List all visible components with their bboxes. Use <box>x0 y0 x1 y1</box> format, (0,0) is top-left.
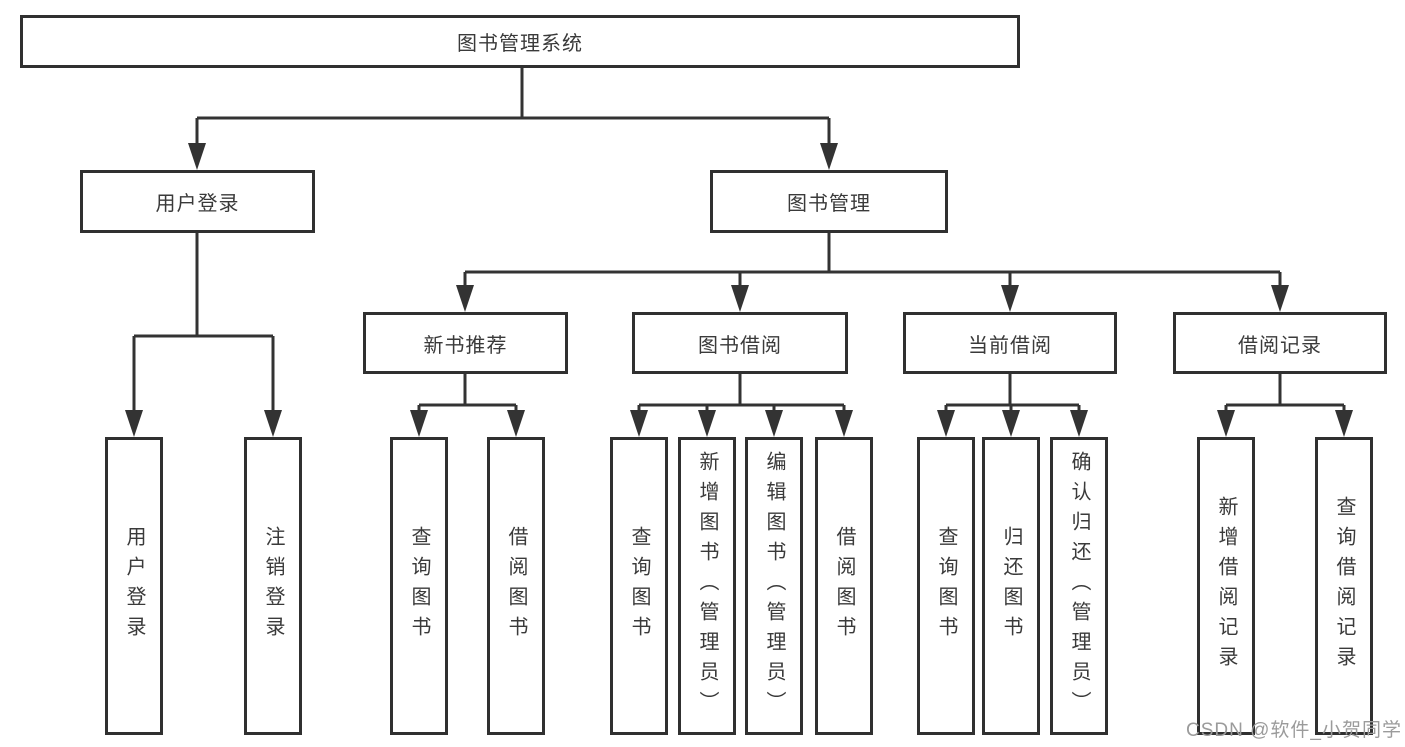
leaf-borrow-books: 借阅图书 <box>815 437 873 735</box>
node-label: 借阅记录 <box>1238 334 1322 357</box>
leaf-borrow-books-recommend: 借阅图书 <box>487 437 545 735</box>
node-library-system: 图书管理系统 <box>20 15 1020 68</box>
node-label: 编辑图书（管理员） <box>763 451 785 721</box>
node-label: 新增图书（管理员） <box>696 451 718 721</box>
leaf-query-borrow-record: 查询借阅记录 <box>1315 437 1373 735</box>
leaf-logout: 注销登录 <box>244 437 302 735</box>
arrow-down-icon <box>1001 285 1019 312</box>
node-label: 用户登录 <box>155 193 240 215</box>
leaf-add-borrow-record: 新增借阅记录 <box>1197 437 1255 735</box>
arrow-down-icon <box>125 410 143 437</box>
leaf-edit-book-admin: 编辑图书（管理员） <box>745 437 803 735</box>
arrow-down-icon <box>698 410 716 437</box>
leaf-confirm-return-admin: 确认归还（管理员） <box>1050 437 1108 735</box>
csdn-watermark: CSDN @软件_小贺同学 <box>1186 720 1402 741</box>
arrow-down-icon <box>835 410 853 437</box>
node-label: 图书借阅 <box>698 334 782 357</box>
node-label: 注销登录 <box>262 526 284 646</box>
node-label: 查询图书 <box>408 526 430 646</box>
arrow-down-icon <box>765 410 783 437</box>
arrow-down-icon <box>1070 410 1088 437</box>
connector-userlogin-to-leaves <box>132 233 275 417</box>
arrow-down-icon <box>507 410 525 437</box>
node-label: 确认归还（管理员） <box>1068 451 1090 721</box>
node-book-borrow: 图书借阅 <box>632 312 848 374</box>
node-label: 归还图书 <box>1000 526 1022 646</box>
node-borrow-records: 借阅记录 <box>1173 312 1387 374</box>
arrow-down-icon <box>1002 410 1020 437</box>
arrow-down-icon <box>456 285 474 312</box>
leaf-user-login: 用户登录 <box>105 437 163 735</box>
node-label: 当前借阅 <box>968 334 1052 357</box>
node-label: 图书管理 <box>787 193 871 215</box>
node-label: 新书推荐 <box>423 334 508 357</box>
node-label: 新增借阅记录 <box>1215 496 1237 676</box>
arrow-down-icon <box>1335 410 1353 437</box>
leaf-add-book-admin: 新增图书（管理员） <box>678 437 736 735</box>
leaf-query-books-borrow: 查询图书 <box>610 437 668 735</box>
connector-root-to-level2 <box>195 68 831 150</box>
connector-borrow-to-leaves <box>637 374 846 417</box>
node-label: 查询图书 <box>628 526 650 646</box>
connector-bookmgmt-to-level3 <box>463 233 1282 292</box>
leaf-query-books-current: 查询图书 <box>917 437 975 735</box>
arrow-down-icon <box>937 410 955 437</box>
node-label: 借阅图书 <box>505 526 527 646</box>
arrow-down-icon <box>1271 285 1289 312</box>
leaf-query-books-recommend: 查询图书 <box>390 437 448 735</box>
arrow-down-icon <box>630 410 648 437</box>
node-label: 查询图书 <box>935 526 957 646</box>
arrow-down-icon <box>1217 410 1235 437</box>
arrow-down-icon <box>264 410 282 437</box>
arrow-down-icon <box>731 285 749 312</box>
node-label: 查询借阅记录 <box>1333 496 1355 676</box>
connector-recommend-to-leaves <box>417 374 518 417</box>
arrow-down-icon <box>410 410 428 437</box>
leaf-return-book: 归还图书 <box>982 437 1040 735</box>
connector-current-to-leaves <box>944 374 1081 417</box>
node-label: 用户登录 <box>123 526 145 646</box>
node-label: 图书管理系统 <box>457 33 583 55</box>
node-book-management: 图书管理 <box>710 170 948 233</box>
arrow-down-icon <box>188 143 206 170</box>
arrow-down-icon <box>820 143 838 170</box>
node-current-borrow: 当前借阅 <box>903 312 1117 374</box>
connector-records-to-leaves <box>1224 374 1346 417</box>
node-user-login: 用户登录 <box>80 170 315 233</box>
node-label: 借阅图书 <box>833 526 855 646</box>
node-new-book-recommend: 新书推荐 <box>363 312 568 374</box>
